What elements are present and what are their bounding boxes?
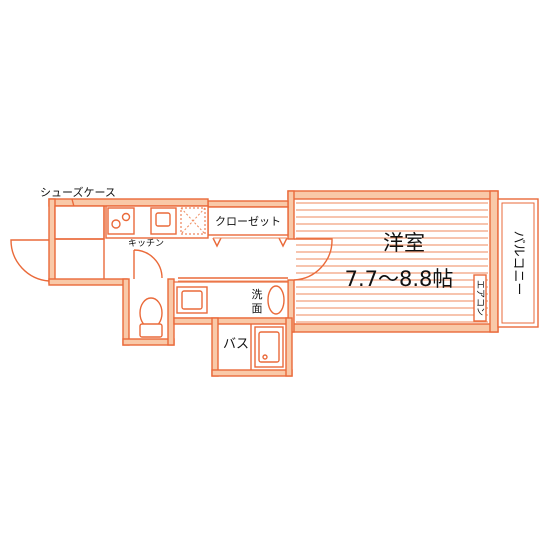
fridge-diagonal-b [180, 207, 206, 235]
bathroom: バス [211, 317, 293, 377]
balcony-label: バルコニー [511, 231, 526, 296]
entrance-left-wall [48, 198, 56, 284]
closet-label: クローゼット [215, 215, 281, 228]
toilet-left-wall [122, 278, 130, 346]
bath-left-wall [211, 317, 219, 377]
bath-right-wall [285, 317, 293, 377]
washroom-bottom-wall [173, 317, 289, 325]
toilet-right-wall [167, 278, 175, 346]
western-room-size: 7.7～8.8帖 [345, 267, 454, 291]
kitchen: キッチン [48, 198, 288, 282]
aircon-label: エアコン [475, 280, 485, 316]
room-door-swing[interactable] [293, 238, 333, 281]
entrance-bottom-wall [48, 278, 128, 286]
western-room-bottom-wall [287, 323, 499, 333]
closet-door-marker-right [278, 237, 288, 248]
shoe-cabinet-label: シューズケース [40, 185, 116, 199]
bath-drain-icon [262, 354, 268, 360]
aircon-unit [473, 274, 487, 322]
closet-box[interactable] [207, 206, 289, 236]
toilet-tank-icon [139, 323, 163, 338]
toilet-bottom-wall [122, 338, 175, 346]
burner-right-icon [121, 212, 131, 222]
washroom: 洗 面 [173, 281, 289, 325]
western-room: エアコン 洋室 7.7～8.8帖 [287, 190, 499, 333]
burner-left-icon [111, 219, 121, 229]
entrance: シューズケース [10, 185, 128, 286]
balcony: バルコニー [497, 198, 539, 328]
toilet-room [122, 249, 175, 346]
shoe-cabinet [54, 205, 105, 240]
stove [107, 207, 135, 235]
wash-basin-icon [267, 285, 285, 315]
western-room-top-wall [287, 190, 499, 200]
closet: クローゼット [207, 200, 289, 248]
washroom-label-2: 面 [252, 302, 263, 315]
washing-machine-pan [181, 290, 203, 310]
bathtub-basin [258, 331, 280, 363]
closet-top-wall [207, 200, 289, 208]
toilet-door-swing[interactable] [133, 249, 163, 279]
bath-bottom-wall [211, 369, 293, 377]
western-room-right-wall [489, 190, 499, 333]
closet-door-marker-left [212, 237, 222, 248]
western-room-left-wall-upper [287, 190, 295, 240]
western-room-label: 洋室 [383, 231, 425, 255]
washroom-label-1: 洗 [252, 288, 263, 301]
bath-label: バス [223, 337, 249, 352]
entrance-door-swing[interactable] [10, 239, 50, 282]
sink-basin [155, 212, 171, 227]
floor-hatch [296, 202, 488, 323]
kitchen-label: キッチン [128, 238, 164, 249]
